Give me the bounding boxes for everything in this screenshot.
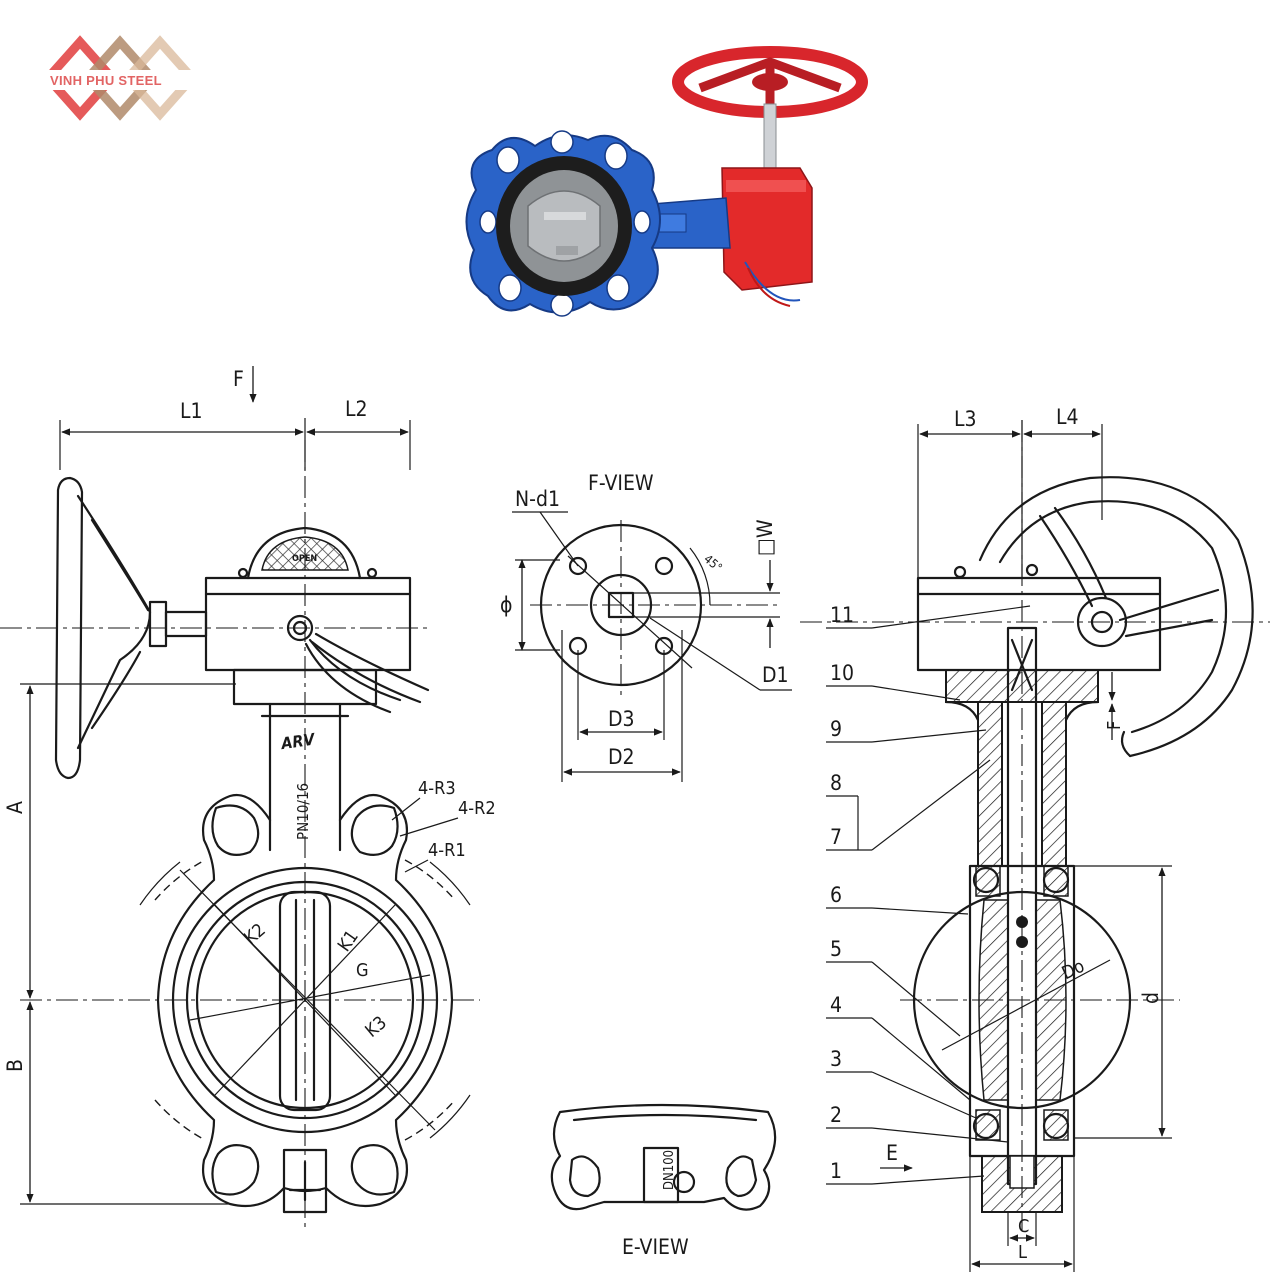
logo-text: VINH PHU STEEL (50, 73, 162, 88)
f-view-d2: D2 (608, 745, 635, 769)
dim-e: E (886, 1141, 898, 1165)
neck-brand: ARV (279, 729, 318, 753)
part-3: 3 (830, 1047, 842, 1071)
dim-l: L (1018, 1242, 1027, 1263)
part-5: 5 (830, 937, 842, 961)
part-11: 11 (830, 603, 854, 627)
part-6: 6 (830, 883, 842, 907)
f-view-phi: ϕ (500, 593, 512, 617)
f-view-d1: D1 (762, 663, 789, 687)
e-view: DN100 E-VIEW (550, 1103, 777, 1259)
neck-pressure: PN10/16 (294, 783, 312, 840)
dim-k2: K2 (240, 920, 270, 950)
side-view: L3 L4 F (800, 405, 1270, 1272)
dim-d: d (1139, 992, 1163, 1004)
dim-c: C (1018, 1216, 1029, 1237)
part-2: 2 (830, 1103, 842, 1127)
f-view: F-VIEW N-d1 45° □W ϕ D1 D3 (500, 471, 792, 782)
dim-b: B (3, 1059, 27, 1072)
part-4: 4 (830, 993, 842, 1017)
e-view-mark: DN100 (662, 1150, 677, 1190)
dim-g: G (356, 960, 369, 981)
dim-l1: L1 (180, 399, 203, 423)
dim-l2: L2 (345, 397, 368, 421)
f-view-square: □W (753, 519, 777, 556)
f-view-d3: D3 (608, 707, 635, 731)
valve-product-photo (465, 46, 868, 317)
dim-a: A (3, 801, 27, 814)
part-numbers: 11 10 9 8 7 6 5 4 3 2 1 (830, 603, 854, 1183)
radius-r3: 4-R3 (418, 778, 456, 799)
vinh-phu-steel-logo: VINH PHU STEEL (41, 35, 202, 121)
dim-k3: K3 (361, 1012, 391, 1042)
part-10: 10 (830, 661, 854, 685)
e-view-title: E-VIEW (622, 1235, 689, 1259)
f-view-title: F-VIEW (588, 471, 654, 495)
front-view: L1 L2 F OPEN ARV PN10/16 (0, 366, 496, 1230)
part-7: 7 (830, 825, 842, 849)
part-leaders (826, 605, 1031, 1185)
dim-f-side: F (1104, 721, 1125, 730)
radius-r1: 4-R1 (428, 840, 466, 861)
dim-k1: K1 (334, 926, 363, 955)
part-8: 8 (830, 771, 842, 795)
f-view-angle: 45° (701, 552, 725, 575)
dim-l4: L4 (1056, 405, 1079, 429)
f-view-holes: N-d1 (515, 487, 560, 511)
part-1: 1 (830, 1159, 842, 1183)
force-label: F (233, 367, 244, 391)
part-9: 9 (830, 717, 842, 741)
dim-l3: L3 (954, 407, 977, 431)
radius-r2: 4-R2 (458, 798, 496, 819)
